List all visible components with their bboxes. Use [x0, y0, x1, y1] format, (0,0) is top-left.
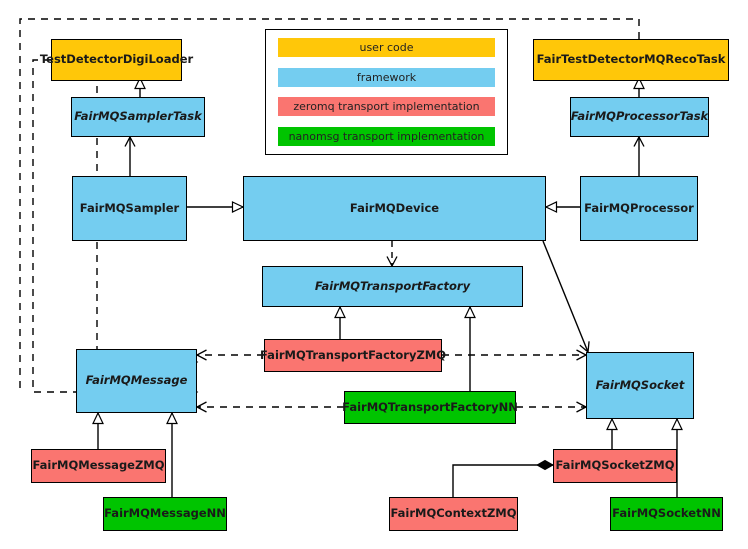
legend-label: nanomsg transport implementation — [288, 129, 485, 143]
edge-device-socket — [542, 240, 590, 354]
class-box-fairtestdetectormqrecotask[interactable]: FairTestDetectorMQRecoTask — [533, 39, 729, 81]
class-box-fairmqsocketzmq[interactable]: FairMQSocketZMQ — [553, 449, 677, 483]
class-label: FairMQSocket — [595, 377, 685, 392]
class-box-fairmqmessage[interactable]: FairMQMessage — [76, 349, 197, 413]
class-box-fairmqmessagenn[interactable]: FairMQMessageNN — [103, 497, 227, 531]
class-box-fairmqtransportfactory[interactable]: FairMQTransportFactory — [262, 266, 523, 307]
legend-label: framework — [356, 70, 417, 84]
class-label: FairMQSampler — [79, 200, 180, 215]
class-label: FairMQMessage — [85, 373, 188, 388]
class-box-fairmqprocessor[interactable]: FairMQProcessor — [580, 176, 698, 241]
legend-label: zeromq transport implementation — [293, 100, 480, 114]
class-box-fairmqsocketnn[interactable]: FairMQSocketNN — [610, 497, 723, 531]
class-box-fairmqsamplertask[interactable]: FairMQSamplerTask — [71, 97, 205, 137]
class-box-fairmqsampler[interactable]: FairMQSampler — [72, 176, 187, 241]
class-label: FairMQTransportFactoryZMQ — [260, 347, 447, 362]
class-box-fairmqdevice[interactable]: FairMQDevice — [243, 176, 546, 241]
class-label: FairMQSocketZMQ — [555, 458, 675, 473]
legend-panel: user code framework zeromq transport imp… — [265, 29, 508, 155]
class-label: FairMQMessageZMQ — [32, 458, 165, 473]
legend-row-nanomsg: nanomsg transport implementation — [278, 126, 495, 146]
class-box-testdetectordigiloader[interactable]: TestDetectorDigiLoader — [40, 39, 193, 81]
class-label: FairMQSamplerTask — [74, 109, 202, 124]
legend-row-framework: framework — [278, 67, 495, 87]
class-label: FairMQProcessorTask — [570, 109, 709, 124]
class-box-fairmqcontextzmq[interactable]: FairMQContextZMQ — [389, 497, 518, 531]
class-box-fairmqsocket[interactable]: FairMQSocket — [586, 352, 694, 419]
legend-row-user-code: user code — [278, 38, 495, 57]
legend-row-zeromq: zeromq transport implementation — [278, 97, 495, 117]
class-label: FairMQProcessor — [584, 200, 694, 215]
class-label: FairMQContextZMQ — [390, 506, 517, 521]
class-label: FairTestDetectorMQRecoTask — [536, 52, 726, 67]
edge-recotask-top-rail — [19, 18, 640, 392]
class-box-fairmqprocessortask[interactable]: FairMQProcessorTask — [570, 97, 709, 137]
class-label: TestDetectorDigiLoader — [39, 52, 194, 67]
class-box-fairmqtransportfactorynn[interactable]: FairMQTransportFactoryNN — [342, 391, 518, 424]
class-label: FairMQTransportFactoryNN — [342, 399, 518, 414]
class-label: FairMQDevice — [349, 200, 440, 215]
class-box-fairmqmessagezmq[interactable]: FairMQMessageZMQ — [31, 449, 166, 483]
class-box-fairmqtransportfactoryzmq[interactable]: FairMQTransportFactoryZMQ — [260, 339, 446, 372]
class-label: FairMQSocketNN — [612, 506, 721, 521]
class-label: FairMQTransportFactory — [314, 278, 471, 293]
legend-label: user code — [359, 41, 414, 54]
class-label: FairMQMessageNN — [104, 506, 226, 521]
